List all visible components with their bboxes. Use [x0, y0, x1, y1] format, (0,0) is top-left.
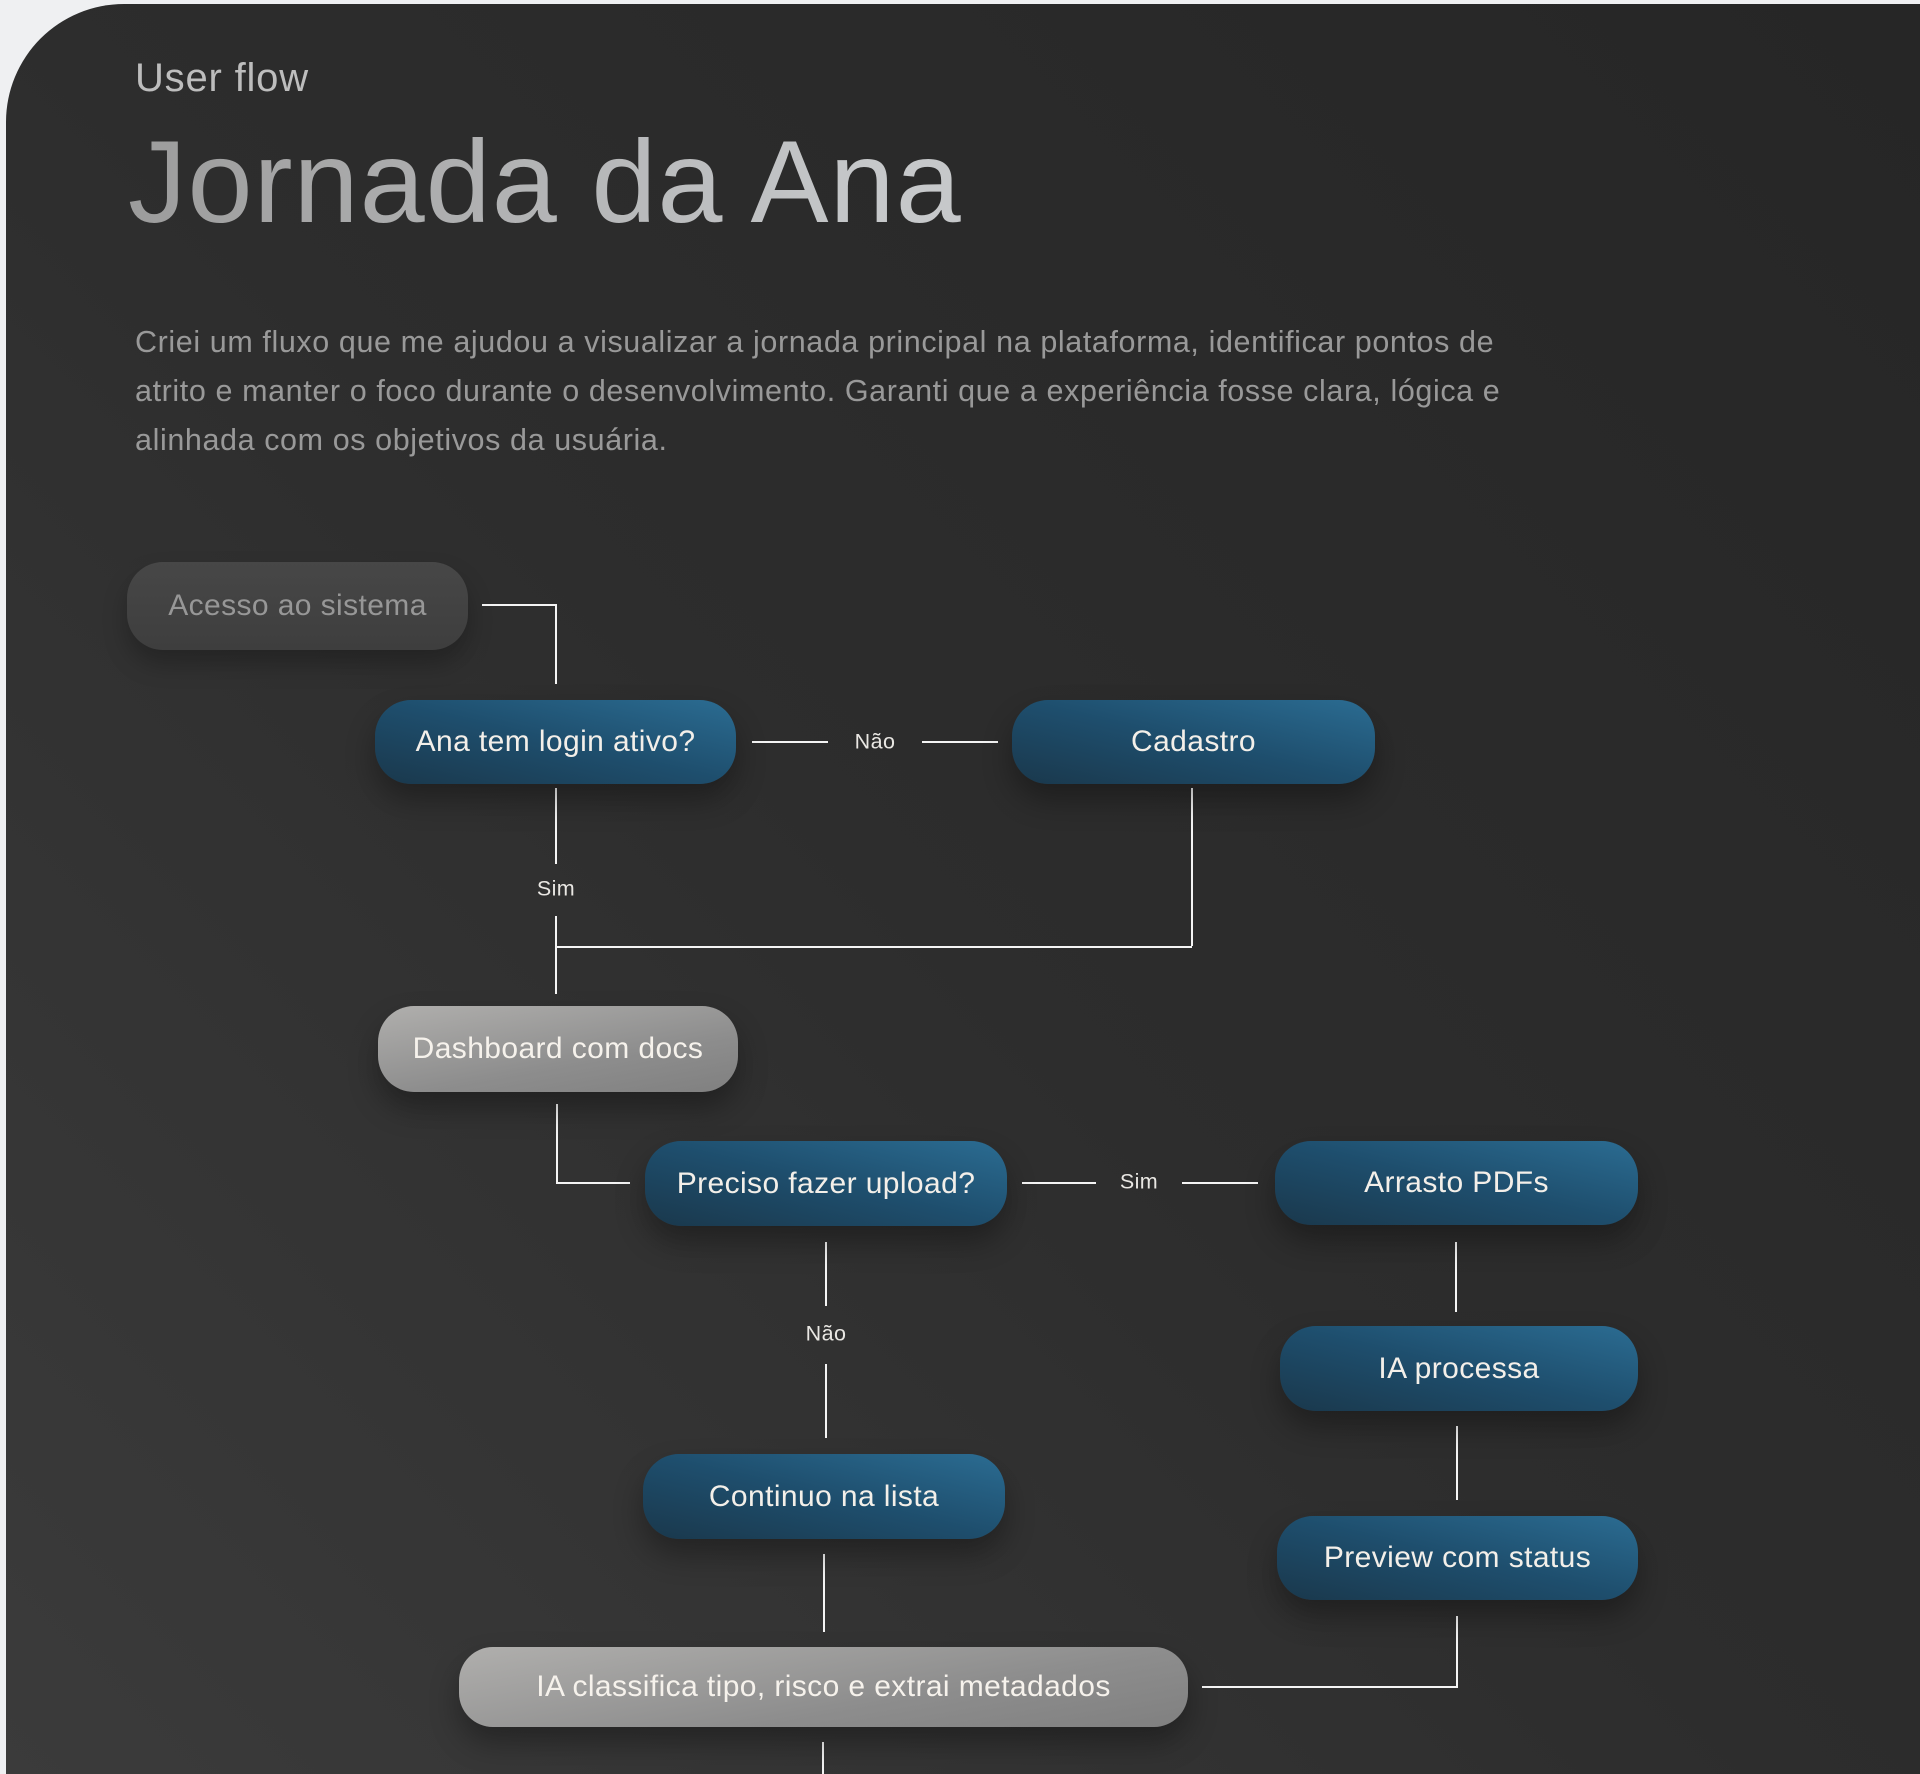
flow-node-ia-classifica: IA classifica tipo, risco e extrai metad…	[459, 1647, 1188, 1727]
connector-preview-to-iaclassifica	[1202, 1616, 1458, 1688]
flow-node-continuo-lista: Continuo na lista	[643, 1454, 1005, 1539]
edge-label-sim-login: Sim	[536, 876, 576, 901]
edge-label-sim-upload: Sim	[1119, 1169, 1159, 1194]
section-eyebrow: User flow	[135, 56, 309, 100]
flow-node-preview-status: Preview com status	[1277, 1516, 1638, 1600]
connector-dashboard-to-preciso	[556, 1104, 630, 1184]
edge-label-nao-login: Não	[854, 729, 896, 754]
flow-node-cadastro: Cadastro	[1012, 700, 1375, 784]
flow-node-acesso-sistema: Acesso ao sistema	[127, 562, 468, 650]
edge-label-nao-upload: Não	[805, 1321, 847, 1346]
flow-node-ana-login: Ana tem login ativo?	[375, 700, 736, 784]
page-description: Criei um fluxo que me ajudou a visualiza…	[135, 324, 1501, 457]
flow-node-ia-processa: IA processa	[1280, 1326, 1638, 1411]
flow-node-dashboard-docs: Dashboard com docs	[378, 1006, 738, 1092]
page-title: Jornada da Ana	[128, 116, 962, 247]
flow-node-preciso-upload: Preciso fazer upload?	[645, 1141, 1007, 1226]
flow-node-arrasto-pdfs: Arrasto PDFs	[1275, 1141, 1638, 1225]
connector-acesso-to-ana	[482, 604, 557, 684]
